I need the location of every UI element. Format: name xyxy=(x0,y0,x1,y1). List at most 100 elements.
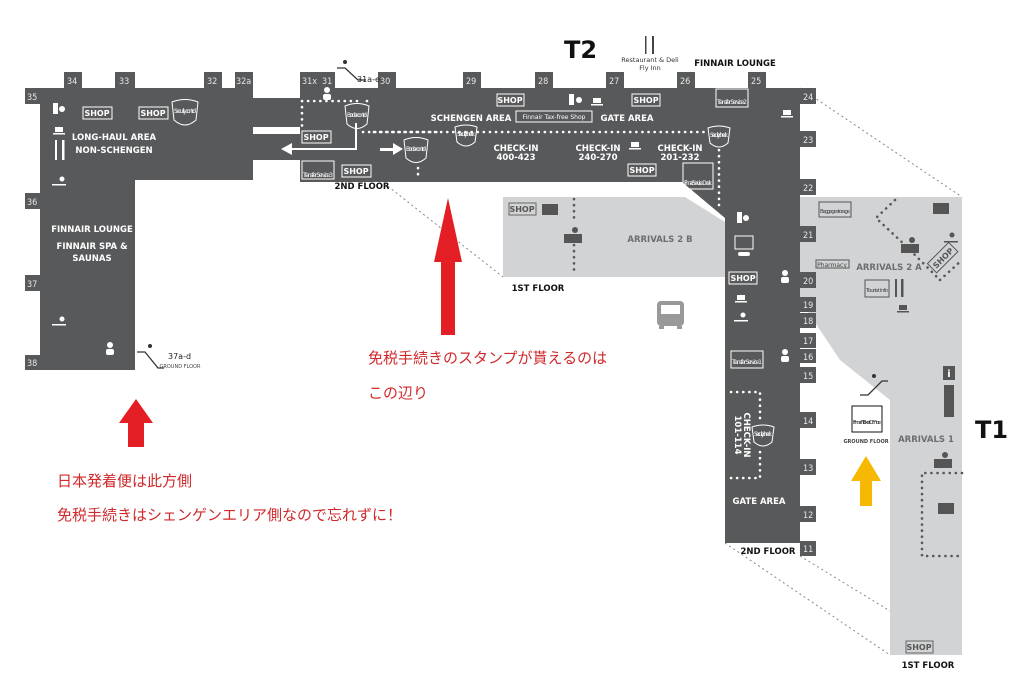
baby-care-icon xyxy=(323,87,331,100)
cafe-bar-icon xyxy=(53,103,65,114)
gate-30: 30 xyxy=(380,77,390,87)
toilets-icon xyxy=(944,385,954,417)
right-gates: 24 23 22 21 20 19 18 17 16 15 14 13 12 1… xyxy=(800,88,816,556)
saunas-label: SAUNAS xyxy=(72,254,111,264)
gate-34: 34 xyxy=(67,77,77,87)
shop-label: SHOP xyxy=(730,274,755,283)
border-control-icon: Border control xyxy=(403,137,429,163)
finnair-lounge-top-label: FINNAIR LOUNGE xyxy=(694,59,776,69)
shop-label: SHOP xyxy=(509,205,534,214)
escalator-icon xyxy=(860,374,888,396)
gate-35: 35 xyxy=(27,93,37,103)
shop-label: SHOP xyxy=(633,96,658,105)
red-arrow-icon xyxy=(119,399,153,447)
terminal-t1-label: T1 xyxy=(975,416,1008,444)
floor-label-1st: 1ST FLOOR xyxy=(512,284,565,294)
coffee-icon xyxy=(629,142,641,150)
schengen-reminder-annotation: 免税手続きはシェンゲンエリア側なので忘れずに！ xyxy=(57,506,402,524)
floor-label-2nd: 2ND FLOOR xyxy=(335,182,390,192)
arrivals-2b-area xyxy=(503,197,725,277)
gate-38: 38 xyxy=(27,359,37,369)
cafe-bar-icon xyxy=(737,212,749,223)
gate-31: 31 xyxy=(322,77,332,87)
security-control-icon: Security control xyxy=(171,99,199,126)
svg-text:Security check: Security check xyxy=(710,132,729,139)
terminal-t2-label: T2 xyxy=(564,36,597,64)
shop-label: SHOP xyxy=(497,96,522,105)
escalator-37-floor: GROUND FLOOR xyxy=(160,364,201,370)
coffee-icon xyxy=(735,295,747,303)
gate-16: 16 xyxy=(803,353,813,363)
escalator-icon xyxy=(137,344,164,369)
schengen-area-label: SCHENGEN AREA xyxy=(431,114,512,124)
cutlery-icon xyxy=(895,279,904,297)
direction-arrow-icon xyxy=(380,143,403,155)
yellow-arrow-icon xyxy=(851,456,881,506)
ground-floor-label: GROUND FLOOR xyxy=(843,439,888,445)
checkin-label: CHECK-IN xyxy=(741,412,751,457)
gate-area-pier-label: GATE AREA xyxy=(733,497,786,507)
arrivals-2b-label: ARRIVALS 2 B xyxy=(627,235,692,245)
japan-flights-annotation: 日本発着便は此方側 xyxy=(57,472,192,490)
transfer-service-1-label: Transfer Service 1 xyxy=(731,359,762,366)
gate-11: 11 xyxy=(803,545,813,555)
bus-icon xyxy=(657,301,684,329)
stamp-annotation-line2: この辺り xyxy=(368,384,428,402)
gate-24: 24 xyxy=(803,93,813,103)
shop-label: SHOP xyxy=(906,643,931,652)
checkin-range: 201-232 xyxy=(660,153,699,163)
security-check-icon: Security check xyxy=(707,125,731,148)
tax-free-shop-label: Finnair Tax-free Shop xyxy=(523,114,586,121)
gate-26: 26 xyxy=(680,77,690,87)
tourist-info-label: Tourist info xyxy=(865,288,889,294)
non-schengen-label: NON-SCHENGEN xyxy=(75,146,152,156)
finnair-spa-label: FINNAIR SPA & xyxy=(57,242,129,252)
escalator-37-label: 37a-d xyxy=(168,352,191,361)
escalator-31-label: 31a-e xyxy=(357,75,380,84)
finnair-lounge-left-label: FINNAIR LOUNGE xyxy=(51,225,133,235)
baby-care-icon xyxy=(781,349,789,362)
restaurant-name: Fly Inn xyxy=(639,64,661,72)
pharmacy-label: Pharmacy xyxy=(817,262,847,269)
shop-label: SHOP xyxy=(140,109,165,118)
gate-28: 28 xyxy=(538,77,548,87)
gate-15: 15 xyxy=(803,372,813,382)
svg-text:Border control: Border control xyxy=(406,146,426,153)
security-check-icon: Security check xyxy=(454,124,478,147)
baggage-storage-label: Baggage storage xyxy=(820,209,851,215)
service-desk-label: Finnair Service Desk xyxy=(684,180,713,187)
arrivals-1-label: ARRIVALS 1 xyxy=(898,435,954,445)
floor-label-2nd: 2ND FLOOR xyxy=(741,547,796,557)
ticket-office-label: Finnair Ticket Office xyxy=(853,420,882,426)
long-haul-label: LONG-HAUL AREA xyxy=(72,133,157,143)
security-boundary-lines xyxy=(300,99,964,558)
checkin-range: 400-423 xyxy=(496,153,535,163)
gate-25: 25 xyxy=(751,77,761,87)
arrivals-2a-t1-area xyxy=(800,197,962,655)
stamp-annotation-line1: 免税手続きのスタンプが貰えるのは xyxy=(368,349,607,367)
checkin-range: 240-270 xyxy=(578,153,617,163)
tv-screen-icon xyxy=(734,235,754,256)
security-check-icon: Security check xyxy=(751,424,775,447)
svg-text:Border control: Border control xyxy=(347,112,367,119)
direction-arrow-icon xyxy=(281,123,357,155)
information-icon: i xyxy=(943,366,955,380)
customs-officer-icon xyxy=(901,237,919,253)
red-arrow-icon xyxy=(434,198,462,335)
shop-label: SHOP xyxy=(343,167,368,176)
gate-13: 13 xyxy=(803,464,813,474)
shop-label: SHOP xyxy=(303,133,328,142)
gate-14: 14 xyxy=(803,417,813,427)
gate-33: 33 xyxy=(119,77,129,87)
coffee-icon xyxy=(897,305,909,313)
transfer-service-2-label: Transfer Service 2 xyxy=(716,99,747,106)
gate-12: 12 xyxy=(803,511,813,521)
smoking-area-icon xyxy=(52,316,66,326)
baby-care-icon xyxy=(781,270,789,283)
gate-36: 36 xyxy=(27,198,37,208)
smoking-area-icon xyxy=(944,232,958,243)
coffee-icon xyxy=(591,98,603,106)
baggage-claim-icon xyxy=(933,203,949,214)
gate-area-top-label: GATE AREA xyxy=(601,114,654,124)
customs-officer-icon xyxy=(564,227,582,243)
